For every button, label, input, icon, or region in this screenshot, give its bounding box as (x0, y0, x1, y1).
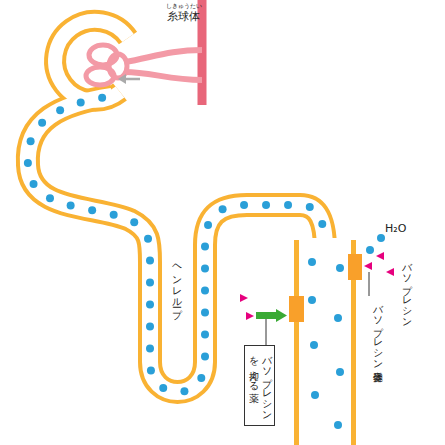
water-dot (284, 201, 292, 209)
water-dot (159, 384, 167, 392)
water-dot (146, 323, 154, 331)
vasopressin-receptor (289, 296, 304, 322)
water-dot (146, 279, 154, 287)
afferent-vessel (125, 50, 202, 62)
water-dot (262, 201, 270, 209)
water-dot (201, 287, 209, 295)
tubule-wall (28, 21, 325, 445)
efferent-vessel (125, 72, 202, 80)
water-dot (146, 257, 154, 265)
part-label: しきゅうたい (166, 3, 202, 9)
water-dot (201, 353, 209, 361)
drug-box: バソプレシンを 抑える薬 (244, 345, 275, 426)
vasopressin-receptor (348, 254, 362, 280)
water-dot (201, 265, 209, 273)
part-label: バソプレシン受容体 (372, 298, 383, 364)
water-dot (46, 194, 54, 202)
water-dot (110, 211, 118, 219)
water-dot (144, 235, 152, 243)
water-dot (77, 99, 85, 107)
water-dot (180, 387, 188, 395)
part-label: 糸球体 (167, 11, 200, 23)
water-dot (201, 309, 209, 317)
water-dot (24, 159, 32, 167)
part-label: ヘンレループ (171, 258, 182, 313)
antagonist-drug (256, 309, 287, 322)
water-dot (318, 220, 326, 228)
water-dot (197, 374, 205, 382)
water-dot (219, 205, 227, 213)
box-text: バソプレシンを 抑える薬 (247, 349, 272, 422)
tubule-lumen (28, 21, 325, 445)
water-dot (204, 221, 212, 229)
water-dot (130, 218, 138, 226)
water-dot (88, 206, 96, 214)
water-dots (308, 234, 385, 429)
leader-line (266, 319, 267, 347)
water-dot (56, 106, 64, 114)
flow-arrow (118, 74, 140, 84)
water-dot (146, 345, 154, 353)
glomerulus (86, 45, 127, 85)
water-dot (38, 119, 46, 127)
water-dot (201, 243, 209, 251)
water-dot (240, 201, 248, 209)
water-dot (147, 367, 155, 375)
vasopressin-molecule (240, 252, 394, 320)
water-dot (27, 137, 35, 145)
water-dot (30, 180, 38, 188)
water-dot (67, 202, 75, 210)
water-dot (306, 203, 314, 211)
water-dot (98, 94, 106, 102)
leader-line (369, 272, 370, 296)
part-label: H₂O (385, 223, 406, 235)
water-dot (201, 331, 209, 339)
water-dots (24, 94, 326, 395)
water-dot (146, 301, 154, 309)
part-label: バソプレシン (401, 256, 412, 322)
